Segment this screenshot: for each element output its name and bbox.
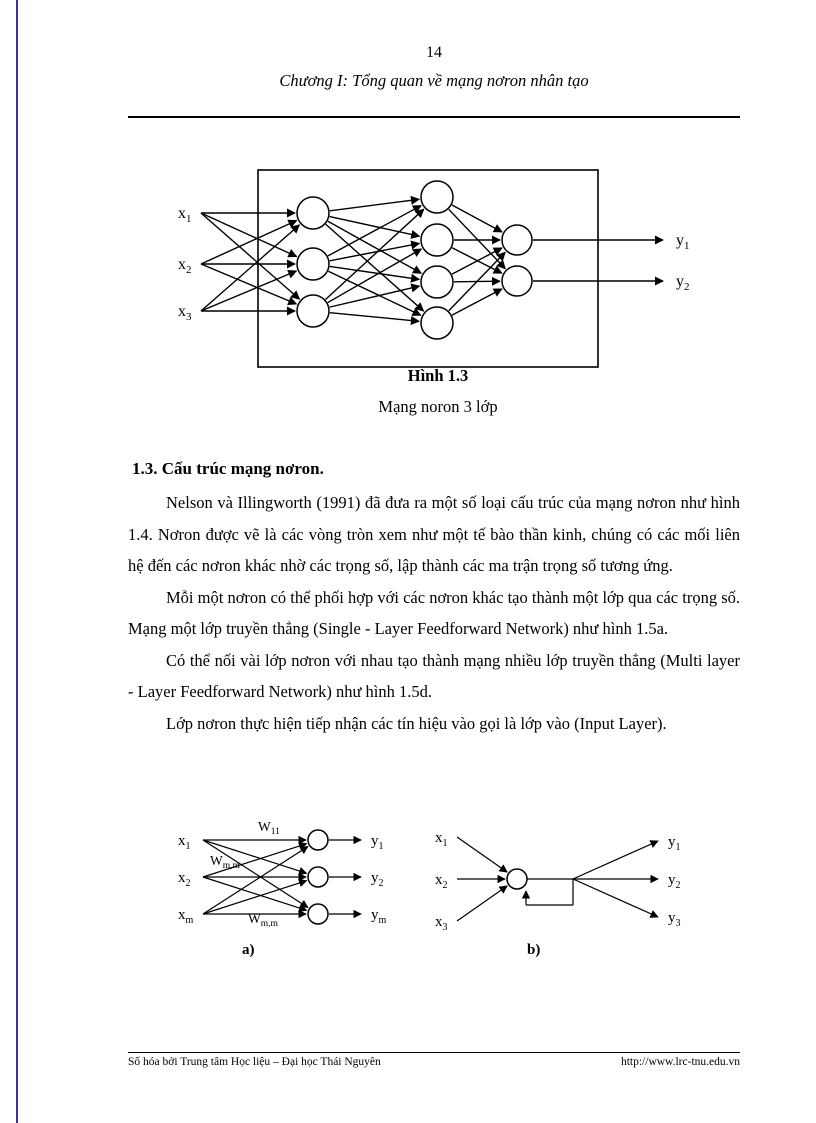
fig15b-output-label: y3: [668, 910, 681, 929]
fig15a-neuron-nodes: [307, 829, 329, 925]
fig13-output-label: y1: [676, 232, 690, 252]
fig15a-weight-label: W11: [258, 819, 280, 837]
fig15a-input-label: x1: [178, 833, 191, 852]
fig15a-letter: a): [242, 942, 255, 958]
fig15b-letter: b): [527, 942, 540, 958]
footer-url: http://www.lrc-tnu.edu.vn: [620, 1056, 740, 1068]
fig15b-output-label: y1: [668, 834, 681, 853]
fig13-input-label: x3: [178, 303, 192, 323]
figure-caption-title: Hình 1.3: [407, 366, 469, 385]
figure-1-5-diagrams: x1 x2 xm y1 y2 ym W11 Wm,m Wm,m a) x1 x2…: [178, 819, 681, 958]
figure-io-labels: x1 x2 x3 y1 y2: [178, 205, 690, 323]
footer-attribution: Số hóa bởi Trung tâm Học liệu – Đại học …: [128, 1056, 381, 1068]
fig15a-output-label: y2: [371, 870, 384, 889]
fig15a-output-label: y1: [371, 833, 384, 852]
fig13-output-label: y2: [676, 273, 690, 293]
body-text: Nelson và Illingworth (1991) đã đưa ra m…: [128, 487, 740, 739]
fig15a-weight-label: Wm,m: [248, 911, 279, 929]
fig15b-connection-arrows: [456, 836, 659, 922]
page-number: 14: [426, 44, 442, 61]
fig15b-input-label: x1: [435, 830, 448, 849]
header-divider: [128, 116, 740, 118]
paragraph-1: Nelson và Illingworth (1991) đã đưa ra m…: [128, 493, 740, 575]
paragraph-4: Lớp nơron thực hiện tiếp nhận các tín hi…: [166, 713, 667, 733]
fig13-input-label: x1: [178, 205, 192, 225]
fig13-input-label: x2: [178, 256, 192, 276]
fig15b-input-label: x2: [435, 872, 448, 891]
neuron-nodes: [296, 180, 533, 340]
fig15a-input-label: x2: [178, 870, 191, 889]
fig15b-output-label: y2: [668, 872, 681, 891]
section-heading: 1.3. Cấu trúc mạng nơron.: [132, 459, 324, 478]
fig15b-input-label: x3: [435, 914, 448, 933]
figure-caption-subtitle: Mạng noron 3 lớp: [378, 397, 498, 416]
paragraph-2: Mỗi một nơron có thể phối hợp với các nơ…: [128, 587, 740, 639]
fig15a-output-label: ym: [371, 907, 387, 926]
figure-frame: [257, 169, 599, 368]
page-footer: Số hóa bởi Trung tâm Học liệu – Đại học …: [128, 1056, 740, 1068]
figure-1-3-network-diagram: x1 x2 x3 y1 y2: [178, 169, 690, 368]
fig15a-weight-label: Wm,m: [210, 853, 241, 871]
fig15b-labels: x1 x2 x3 y1 y2 y3 b): [435, 830, 681, 958]
connection-arrows: [200, 195, 664, 326]
fig15b-neuron-node: [506, 868, 528, 890]
fig15a-connection-arrows: [202, 835, 362, 919]
scan-edge-line: [16, 0, 18, 1123]
fig15a-input-label: xm: [178, 907, 194, 926]
fig15a-labels: x1 x2 xm y1 y2 ym W11 Wm,m Wm,m a): [178, 819, 387, 958]
figure-caption: Hình 1.3 Mạng noron 3 lớp: [128, 366, 748, 417]
paragraph-3: Có thể nối vài lớp nơron với nhau tạo th…: [128, 650, 740, 702]
running-header: Chương I: Tổng quan về mạng nơron nhân t…: [279, 71, 589, 90]
footer-divider: [128, 1052, 740, 1053]
